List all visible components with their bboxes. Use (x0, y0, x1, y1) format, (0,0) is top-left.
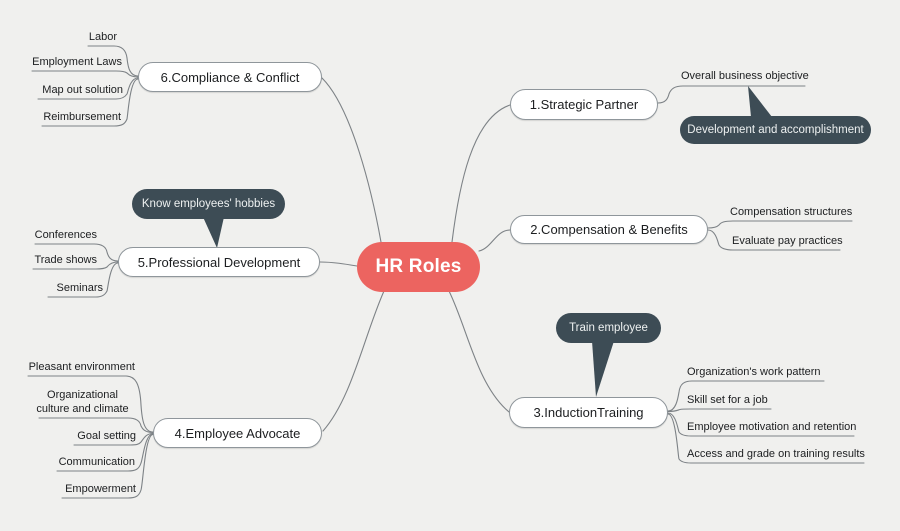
leaf-organizational-culture-climate[interactable]: Organizational culture and climate (36, 389, 129, 415)
callout-train-employee[interactable]: Train employee (556, 313, 661, 343)
branch-node-compliance-conflict[interactable]: 6.Compliance & Conflict (138, 62, 322, 92)
callout-development-accomplishment[interactable]: Development and accomplishment (680, 116, 871, 144)
leaf-compensation-structures[interactable]: Compensation structures (730, 206, 853, 218)
leaf-seminars[interactable]: Seminars (56, 282, 103, 294)
leaf-reimbursement[interactable]: Reimbursement (43, 111, 121, 123)
leaf-communication[interactable]: Communication (58, 456, 135, 468)
root-node-hr-roles[interactable]: HR Roles (357, 242, 480, 292)
leaf-employment-laws[interactable]: Employment Laws (32, 56, 122, 68)
leaf-trade-shows[interactable]: Trade shows (34, 254, 97, 266)
branch-node-employee-advocate[interactable]: 4.Employee Advocate (153, 418, 322, 448)
branch-node-professional-development[interactable]: 5.Professional Development (118, 247, 320, 277)
leaf-organizations-work-pattern[interactable]: Organization's work pattern (687, 366, 821, 378)
leaf-employee-motivation-retention[interactable]: Employee motivation and retention (687, 421, 857, 433)
leaf-labor[interactable]: Labor (88, 31, 117, 43)
leaf-overall-business-objective[interactable]: Overall business objective (681, 70, 809, 82)
leaf-conferences[interactable]: Conferences (34, 229, 97, 241)
leaf-evaluate-pay-practices[interactable]: Evaluate pay practices (732, 235, 843, 247)
leaf-goal-setting[interactable]: Goal setting (77, 430, 136, 442)
branch-node-strategic-partner[interactable]: 1.Strategic Partner (510, 89, 658, 120)
branch-node-induction-training[interactable]: 3.InductionTraining (509, 397, 668, 428)
leaf-empowerment[interactable]: Empowerment (65, 483, 136, 495)
leaf-skill-set-for-a-job[interactable]: Skill set for a job (687, 394, 768, 406)
branch-node-compensation-benefits[interactable]: 2.Compensation & Benefits (510, 215, 708, 244)
callout-know-employees-hobbies[interactable]: Know employees' hobbies (132, 189, 285, 219)
leaf-map-out-solution[interactable]: Map out solution (42, 84, 123, 96)
leaf-pleasant-environment[interactable]: Pleasant environment (28, 361, 135, 373)
leaf-access-grade-training-results[interactable]: Access and grade on training results (687, 448, 865, 460)
